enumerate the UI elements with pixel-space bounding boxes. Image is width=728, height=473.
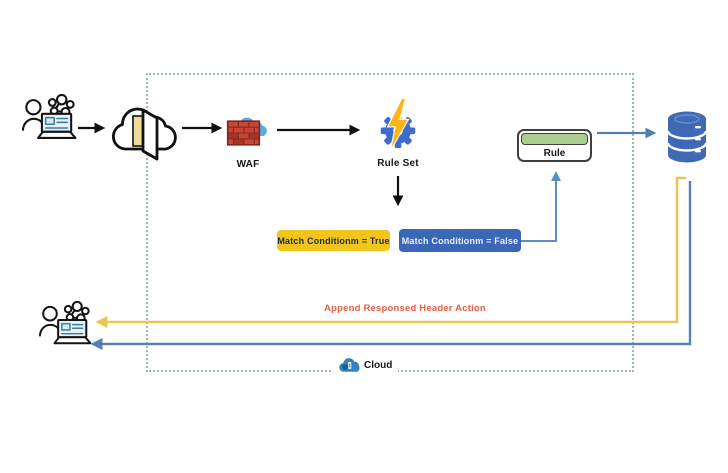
- users-icon: [21, 94, 77, 139]
- rule-label: Rule: [543, 148, 566, 159]
- cloud-boundary-badge: Cloud: [333, 356, 399, 375]
- waf-label: WAF: [236, 159, 260, 170]
- database-icon: [666, 111, 708, 163]
- users-icon: [39, 301, 92, 345]
- ruleset-label: Rule Set: [377, 158, 419, 169]
- rule-node: Rule: [517, 129, 592, 162]
- gear-bolt-icon: [380, 97, 416, 152]
- waf-icon: [226, 117, 267, 146]
- rule-green-bar: [521, 133, 588, 145]
- cloud-door-icon: [112, 107, 177, 161]
- match-condition-true-box: Match Conditionm = True: [277, 230, 390, 251]
- cloud-label: Cloud: [364, 360, 393, 371]
- match-condition-false-box: Match Conditionm = False: [399, 229, 521, 252]
- append-response-header-label: Append Responsed Header Action: [324, 303, 486, 314]
- cloud-logo-icon: [339, 358, 360, 372]
